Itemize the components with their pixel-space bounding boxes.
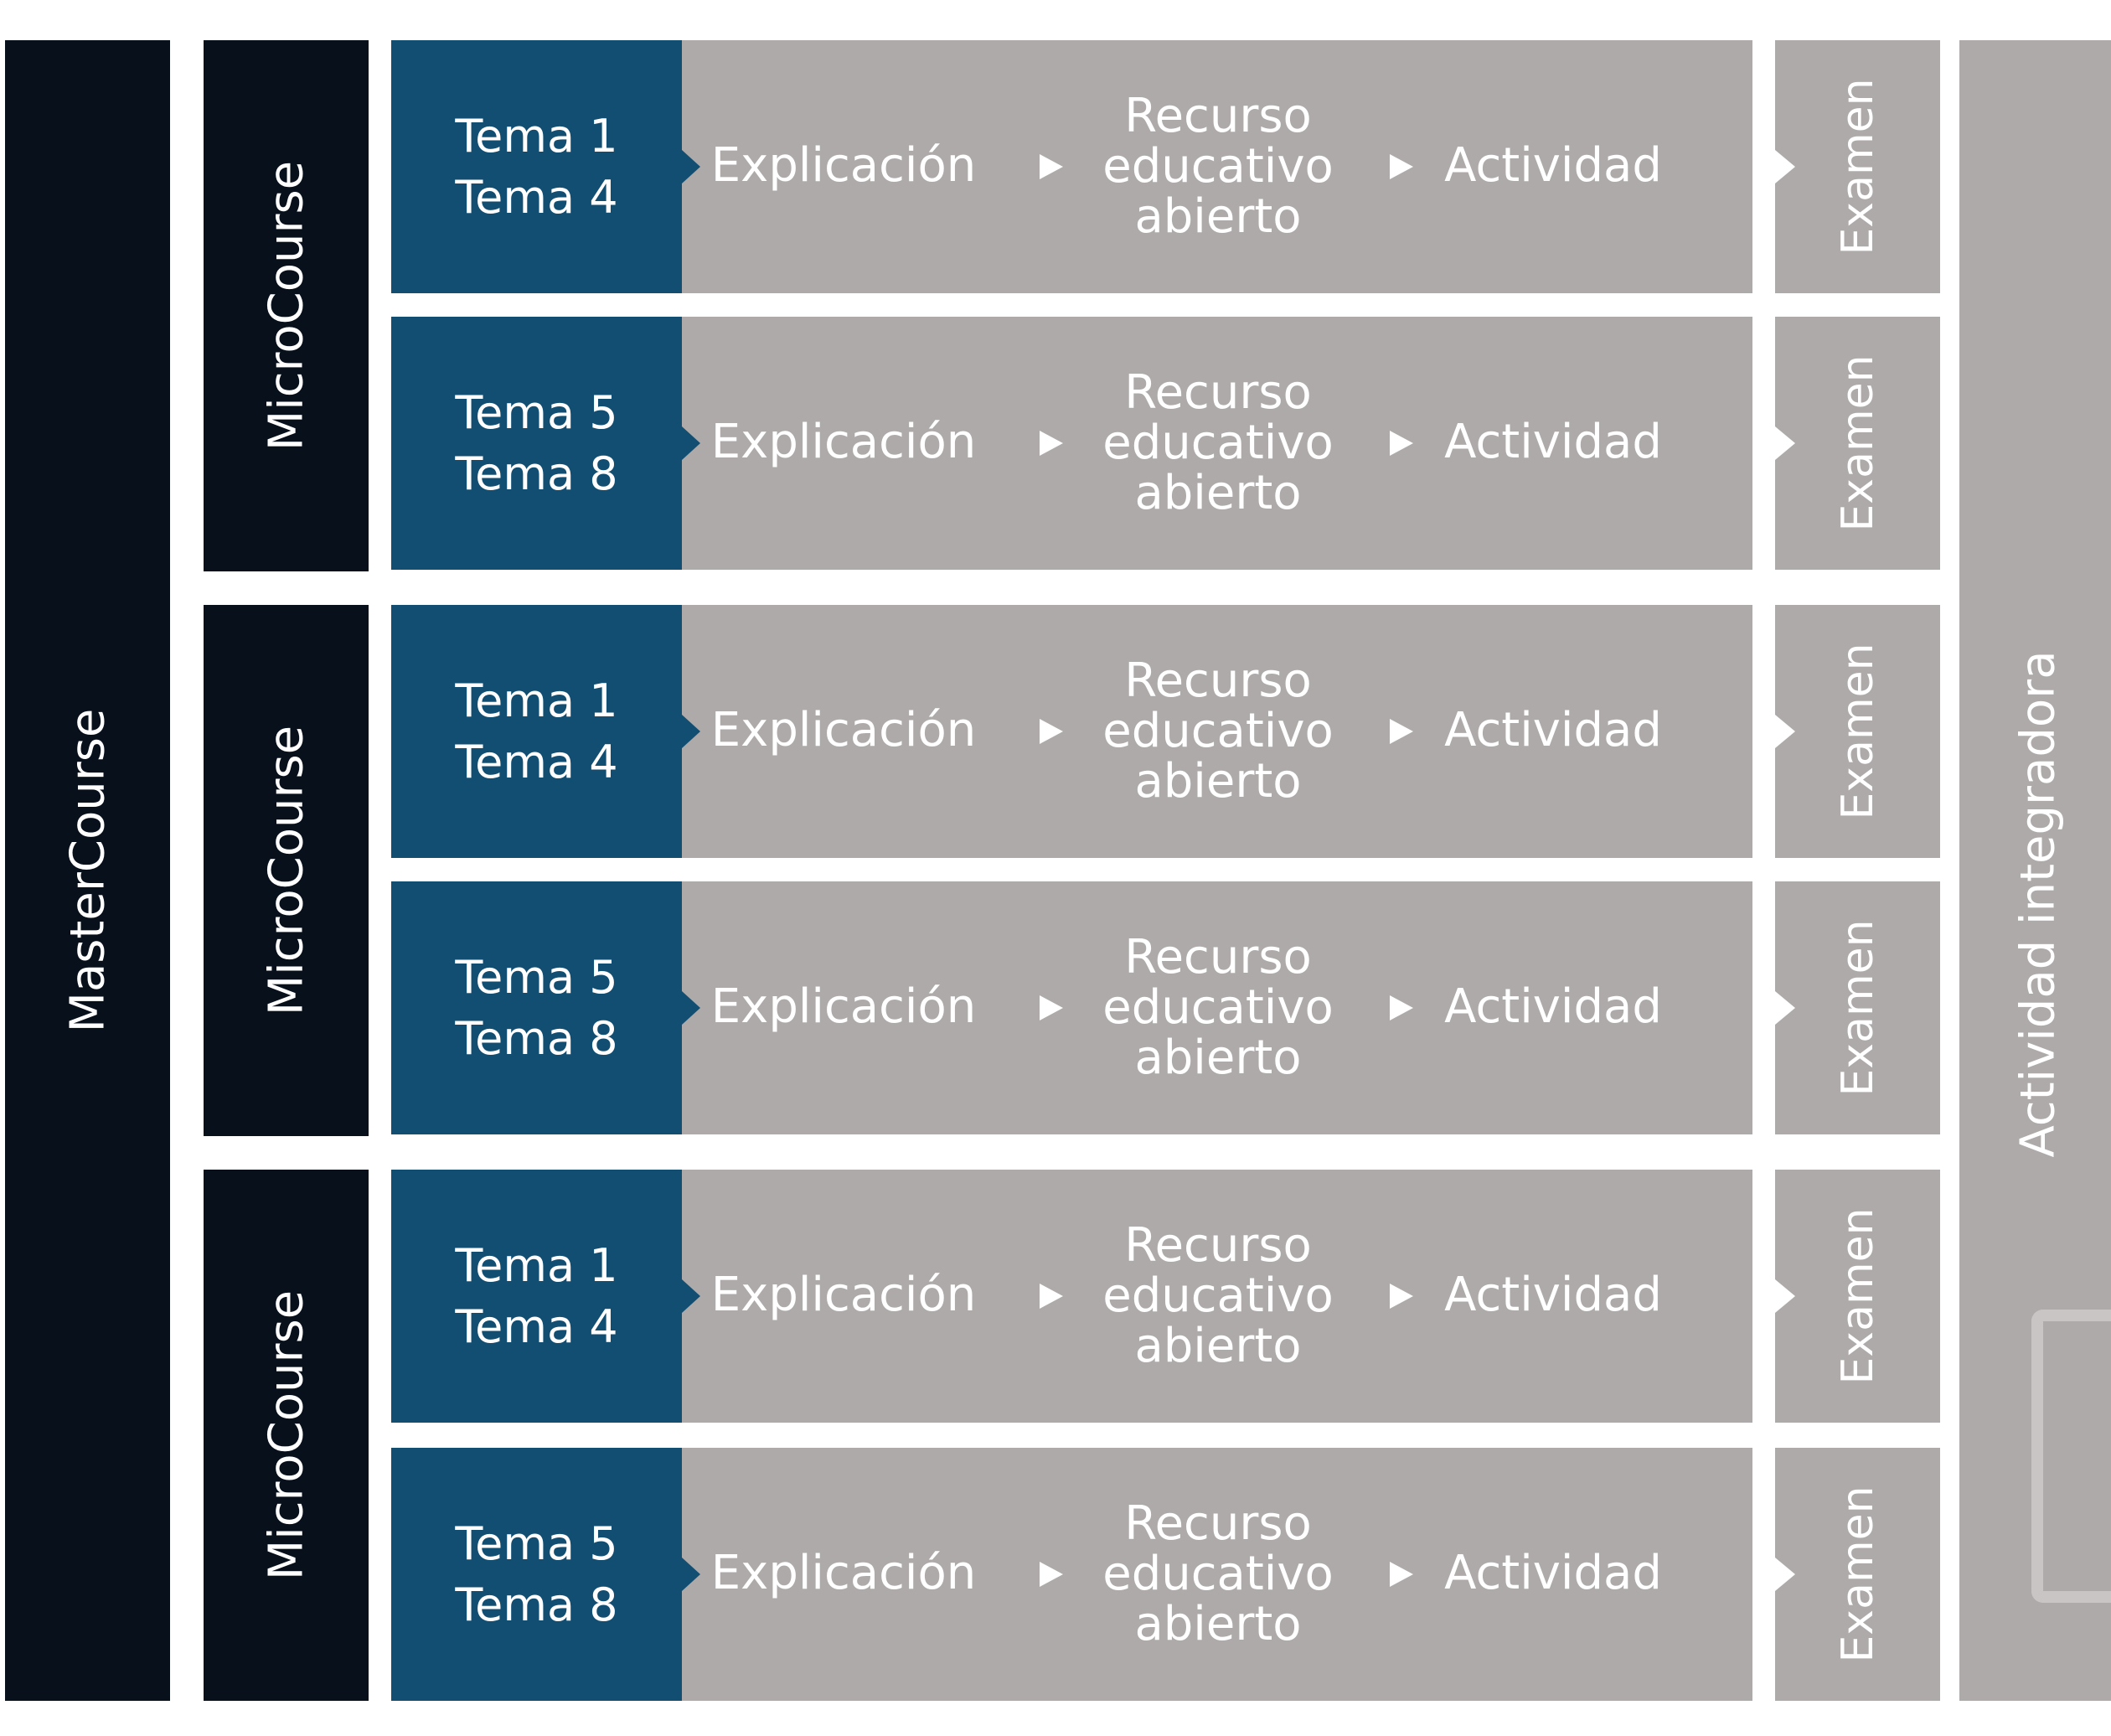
- step-actividad: Actividad: [1444, 1546, 1662, 1600]
- topic-end: Tema 8: [455, 447, 618, 500]
- exam-label: Examen: [1832, 643, 1883, 820]
- topic-start: Tema 5: [455, 951, 618, 1004]
- topic-box: Tema 5 Tema 8: [391, 1448, 682, 1701]
- arrow-right-icon: [1040, 1562, 1063, 1587]
- microcourse-block-2: MicroCourse: [204, 605, 369, 1136]
- topic-start: Tema 1: [455, 110, 618, 163]
- topic-start: Tema 5: [455, 386, 618, 439]
- arrow-right-icon: [1390, 1562, 1413, 1587]
- step-actividad: Actividad: [1444, 415, 1662, 469]
- arrow-right-icon: [1390, 719, 1413, 744]
- topic-arrow-icon: [682, 715, 700, 748]
- exam-label: Examen: [1832, 354, 1883, 532]
- exam-box-1: Examen: [1775, 40, 1940, 293]
- microcourse-label: MicroCourse: [259, 160, 313, 452]
- step-explicacion: Explicación: [710, 1546, 977, 1600]
- exam-label: Examen: [1832, 919, 1883, 1097]
- step-explicacion: Explicación: [710, 979, 977, 1034]
- step-actividad: Actividad: [1444, 703, 1662, 757]
- actividad-integradora-label: Actividad integradora: [2010, 650, 2066, 1158]
- step-explicacion: Explicación: [710, 1268, 977, 1322]
- topic-box: Tema 5 Tema 8: [391, 881, 682, 1134]
- microcourse-label: MicroCourse: [259, 725, 313, 1016]
- topic-end: Tema 4: [455, 736, 618, 788]
- step-explicacion: Explicación: [710, 138, 977, 193]
- arrow-right-icon: [1040, 995, 1063, 1020]
- topic-end: Tema 8: [455, 1578, 618, 1631]
- topic-end: Tema 4: [455, 1300, 618, 1353]
- arrow-right-icon: [1040, 1284, 1063, 1309]
- arrow-right-icon: [1390, 995, 1413, 1020]
- exam-label: Examen: [1832, 1485, 1883, 1663]
- topic-box: Tema 5 Tema 8: [391, 317, 682, 570]
- mastercourse-block: MasterCourse: [5, 40, 170, 1701]
- microcourse-block-3: MicroCourse: [204, 1170, 369, 1701]
- exam-box-3: Examen: [1775, 605, 1940, 858]
- exam-arrow-icon: [1775, 1558, 1795, 1591]
- topic-arrow-icon: [682, 1279, 700, 1313]
- step-explicacion: Explicación: [710, 703, 977, 757]
- exam-label: Examen: [1832, 1207, 1883, 1385]
- step-actividad: Actividad: [1444, 979, 1662, 1034]
- arrow-right-icon: [1390, 431, 1413, 456]
- step-explicacion: Explicación: [710, 415, 977, 469]
- topic-box: Tema 1 Tema 4: [391, 605, 682, 858]
- exam-label: Examen: [1832, 78, 1883, 256]
- arrow-right-icon: [1390, 1284, 1413, 1309]
- exam-arrow-icon: [1775, 150, 1795, 183]
- topic-box: Tema 1 Tema 4: [391, 40, 682, 293]
- actividad-integradora-block: Actividad integradora: [1959, 40, 2111, 1701]
- topic-arrow-icon: [682, 1558, 700, 1591]
- arrow-right-icon: [1040, 719, 1063, 744]
- topic-start: Tema 5: [455, 1517, 618, 1570]
- exam-box-6: Examen: [1775, 1448, 1940, 1701]
- decorative-frame-icon: [2031, 1310, 2111, 1603]
- topic-end: Tema 8: [455, 1012, 618, 1065]
- exam-arrow-icon: [1775, 426, 1795, 460]
- topic-arrow-icon: [682, 150, 700, 183]
- topic-arrow-icon: [682, 426, 700, 460]
- exam-box-5: Examen: [1775, 1170, 1940, 1423]
- exam-box-4: Examen: [1775, 881, 1940, 1134]
- topic-arrow-icon: [682, 991, 700, 1025]
- exam-arrow-icon: [1775, 715, 1795, 748]
- topic-start: Tema 1: [455, 674, 618, 727]
- exam-arrow-icon: [1775, 1279, 1795, 1313]
- arrow-right-icon: [1040, 154, 1063, 179]
- mastercourse-label: MasterCourse: [60, 708, 115, 1033]
- exam-arrow-icon: [1775, 991, 1795, 1025]
- microcourse-block-1: MicroCourse: [204, 40, 369, 571]
- arrow-right-icon: [1040, 431, 1063, 456]
- microcourse-label: MicroCourse: [259, 1289, 313, 1581]
- step-actividad: Actividad: [1444, 138, 1662, 193]
- exam-box-2: Examen: [1775, 317, 1940, 570]
- step-actividad: Actividad: [1444, 1268, 1662, 1322]
- topic-end: Tema 4: [455, 171, 618, 224]
- topic-start: Tema 1: [455, 1239, 618, 1292]
- topic-box: Tema 1 Tema 4: [391, 1170, 682, 1423]
- arrow-right-icon: [1390, 154, 1413, 179]
